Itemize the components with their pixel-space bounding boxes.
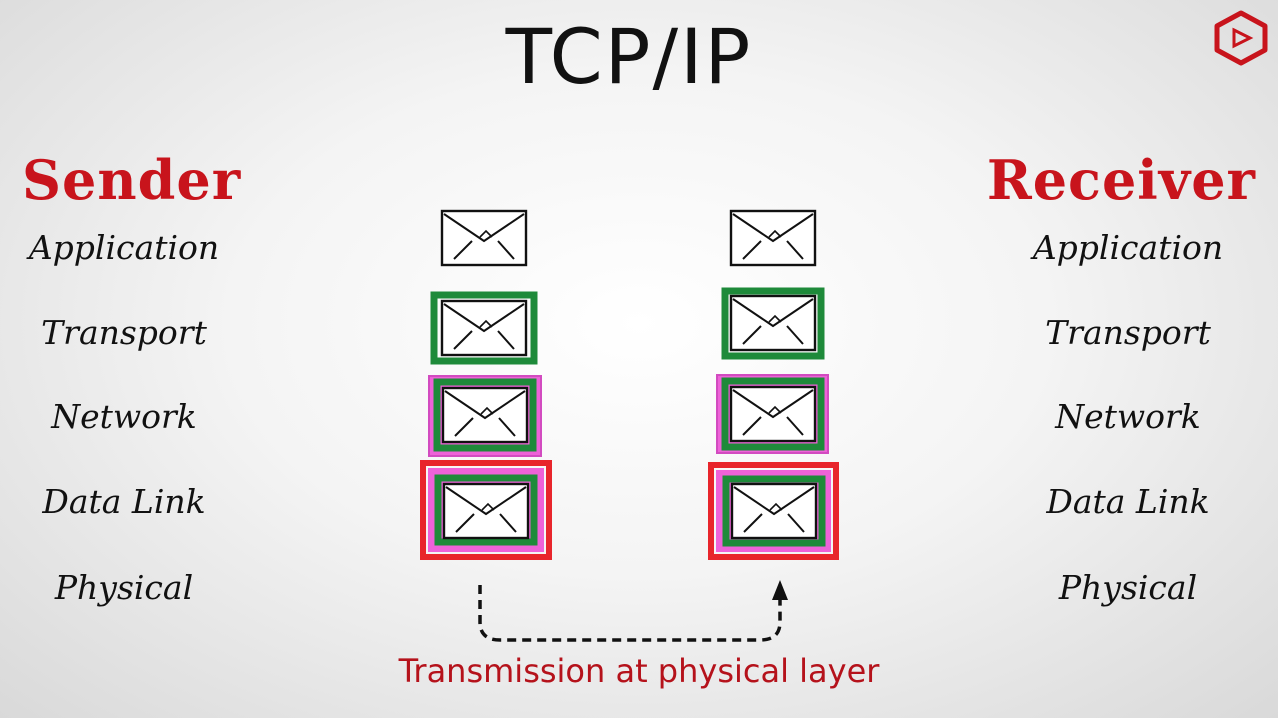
- receiver-layer-data-link: Data Link: [1046, 482, 1210, 521]
- sender-datalink-packet: [420, 460, 552, 560]
- play-logo-icon: [1212, 10, 1270, 66]
- sender-layer-data-link: Data Link: [42, 482, 206, 521]
- sender-application-packet: [440, 209, 528, 267]
- transmission-caption: Transmission at physical layer: [398, 652, 880, 690]
- sender-layer-network: Network: [51, 397, 197, 436]
- sender-layer-physical: Physical: [54, 568, 194, 607]
- sender-transport-packet: [430, 291, 538, 365]
- sender-layer-application: Application: [28, 228, 220, 267]
- receiver-network-packet: [716, 374, 829, 454]
- receiver-transport-packet: [721, 287, 825, 360]
- receiver-layer-transport: Transport: [1045, 313, 1211, 352]
- receiver-datalink-packet: [708, 462, 839, 560]
- receiver-layer-physical: Physical: [1058, 568, 1198, 607]
- sender-network-packet: [428, 375, 542, 457]
- receiver-layer-application: Application: [1032, 228, 1224, 267]
- receiver-heading: Receiver: [986, 148, 1256, 212]
- receiver-layer-network: Network: [1055, 397, 1201, 436]
- sender-layer-transport: Transport: [41, 313, 207, 352]
- sender-heading: Sender: [22, 148, 242, 212]
- receiver-application-packet: [729, 209, 817, 267]
- dashed-arrow-icon: [478, 580, 788, 642]
- page-title: TCP/IP: [505, 12, 753, 101]
